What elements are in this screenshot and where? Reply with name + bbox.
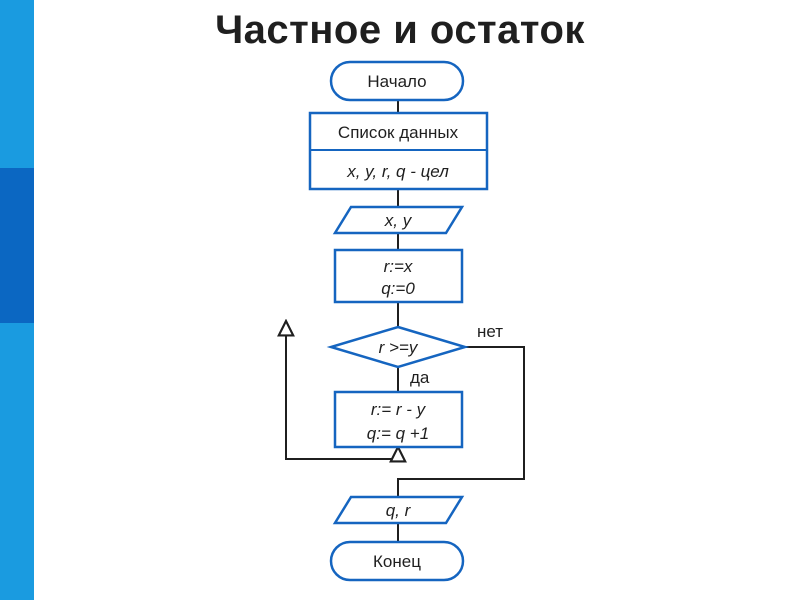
- data-vars-label: x, y, r, q - цел: [346, 162, 449, 181]
- output-label: q, r: [386, 501, 412, 520]
- body-line2: q:= q +1: [367, 424, 429, 443]
- data-declaration-block: Список данных x, y, r, q - цел: [308, 111, 489, 191]
- side-bar-bottom: [0, 323, 34, 600]
- yes-label: да: [410, 368, 430, 387]
- input-label: x, y: [384, 211, 413, 230]
- no-branch-line: [397, 346, 525, 497]
- end-terminator: Конец: [329, 540, 465, 582]
- page-title: Частное и остаток: [215, 8, 585, 52]
- init-line1: r:=x: [384, 257, 413, 276]
- condition-label: r >=y: [379, 338, 419, 357]
- init-block: r:=x q:=0: [333, 248, 464, 304]
- no-label: нет: [477, 322, 503, 341]
- connectors: [286, 100, 525, 542]
- side-bar-middle: [0, 168, 34, 323]
- start-label: Начало: [367, 72, 426, 91]
- body-line1: r:= r - y: [371, 400, 427, 419]
- condition-block: r >=y: [326, 325, 470, 369]
- init-line2: q:=0: [381, 279, 415, 298]
- data-header-label: Список данных: [338, 123, 459, 142]
- output-block: q, r: [332, 495, 465, 525]
- end-label: Конец: [373, 552, 421, 571]
- loop-back-line: [286, 321, 398, 459]
- input-block: x, y: [332, 205, 465, 235]
- side-bar-top: [0, 0, 34, 168]
- loop-body-block: r:= r - y q:= q +1: [333, 390, 464, 449]
- start-terminator: Начало: [329, 60, 465, 102]
